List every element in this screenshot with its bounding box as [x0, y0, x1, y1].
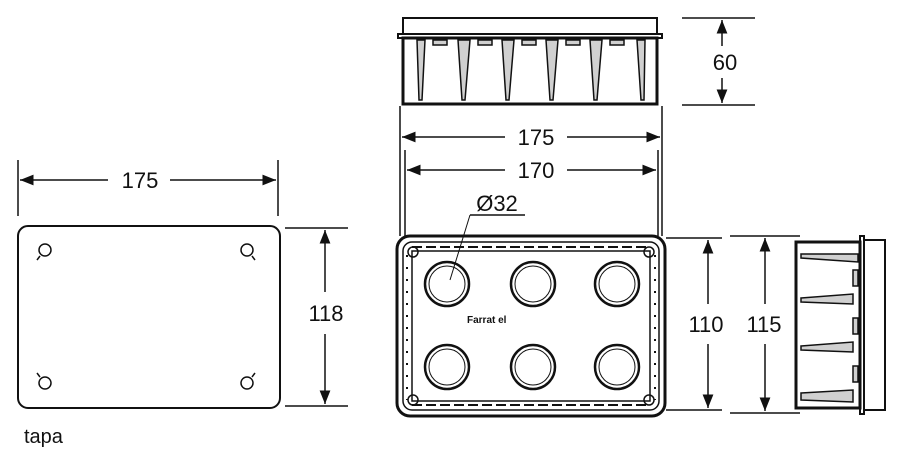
- side-view: [794, 235, 886, 415]
- lid-screw-icons: [36, 243, 256, 390]
- conduit-holes: [423, 260, 641, 391]
- lid-view: [17, 160, 348, 409]
- lid-height-dimension: 118: [308, 301, 343, 326]
- inner-height-dimension: 110: [688, 312, 723, 337]
- inner-width-dimension: 170: [518, 158, 555, 183]
- lid-label: tapa: [24, 426, 64, 448]
- hole-diameter-dimension: Ø32: [476, 191, 518, 216]
- top-view: [397, 17, 755, 106]
- depth-dimension: 60: [713, 50, 737, 75]
- outer-width-dimension: 175: [518, 125, 555, 150]
- outer-height-dimension: 115: [746, 312, 781, 337]
- front-view: [395, 106, 800, 418]
- labels: 175 118 tapa 60 175 170 Ø32 Farrat el 11…: [24, 50, 782, 448]
- lid-width-dimension: 175: [122, 168, 159, 193]
- brand-text: Farrat el: [467, 315, 507, 326]
